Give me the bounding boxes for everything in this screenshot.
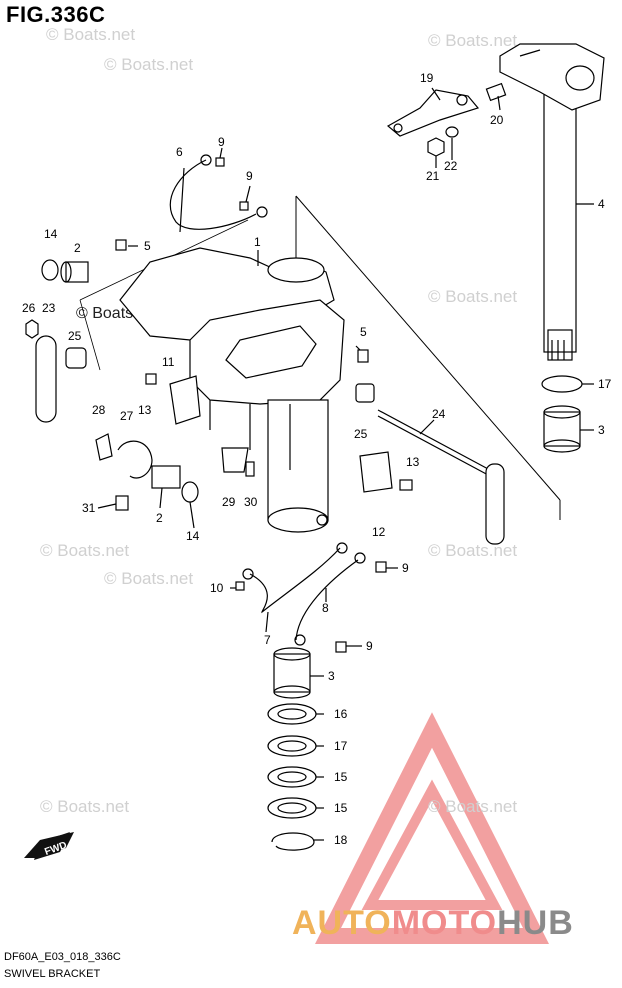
callout-29: 29	[222, 495, 236, 509]
callout-17-lower: 17	[334, 739, 348, 753]
callout-11: 11	[162, 355, 175, 369]
callout-8: 8	[322, 601, 329, 615]
callout-9-a: 9	[218, 135, 225, 149]
callout-9-d: 9	[366, 639, 373, 653]
figure-title: FIG.336C	[6, 2, 106, 27]
callout-20: 20	[490, 113, 504, 127]
callout-13-left: 13	[138, 403, 152, 417]
callout-10: 10	[210, 581, 224, 595]
callout-15-a: 15	[334, 770, 348, 784]
callout-22: 22	[444, 159, 458, 173]
watermark-4: © Boats.net	[428, 287, 517, 306]
callout-12: 12	[372, 525, 386, 539]
watermark-5: © Boats.net	[40, 541, 129, 560]
logo-part-moto: MOTO	[391, 904, 498, 942]
callout-15-b: 15	[334, 801, 348, 815]
callout-2-upper: 2	[74, 241, 81, 255]
callout-4: 4	[598, 197, 605, 211]
logo-part-auto: AUTO	[292, 904, 392, 942]
watermark-6: © Boats.net	[428, 541, 517, 560]
callout-14-upper: 14	[44, 227, 58, 241]
callout-18: 18	[334, 833, 348, 847]
callout-13-right: 13	[406, 455, 420, 469]
watermark-9: © Boats.net	[428, 797, 517, 816]
callout-25-right: 25	[354, 427, 368, 441]
callout-3-lower: 3	[328, 669, 335, 683]
callout-30: 30	[244, 495, 258, 509]
callout-21: 21	[426, 169, 440, 183]
callout-5-upper: 5	[144, 239, 151, 253]
callout-28: 28	[92, 403, 106, 417]
callout-23: 23	[42, 301, 56, 315]
callout-9-c: 9	[402, 561, 409, 575]
watermark-3: © Boats.net	[104, 55, 193, 74]
callout-2-lower: 2	[156, 511, 163, 525]
watermark-1: © Boats.net	[46, 25, 135, 44]
callout-19: 19	[420, 71, 434, 85]
figure-code: DF60A_E03_018_336C	[4, 951, 121, 963]
callout-16: 16	[334, 707, 348, 721]
callout-27: 27	[120, 409, 134, 423]
callout-3-upper: 3	[598, 423, 605, 437]
fwd-arrow-icon	[24, 832, 74, 860]
callout-31: 31	[82, 501, 96, 515]
watermark-2: © Boats.net	[428, 31, 517, 50]
callout-7: 7	[264, 633, 271, 647]
figure-name: SWIVEL BRACKET	[4, 968, 101, 980]
callout-9-b: 9	[246, 169, 253, 183]
callout-5-lower: 5	[360, 325, 367, 339]
callout-25-left: 25	[68, 329, 82, 343]
callout-14-lower: 14	[186, 529, 200, 543]
logo-part-hub: HUB	[497, 904, 574, 942]
logo-triangle	[314, 712, 550, 944]
automotohub-logo: AUTOMOTOHUB	[292, 904, 574, 943]
callout-6: 6	[176, 145, 183, 159]
watermark-7: © Boats.net	[104, 569, 193, 588]
callout-1: 1	[254, 235, 261, 249]
watermark-8: © Boats.net	[40, 797, 129, 816]
callout-17-upper: 17	[598, 377, 612, 391]
callout-24: 24	[432, 407, 446, 421]
callout-26: 26	[22, 301, 36, 315]
